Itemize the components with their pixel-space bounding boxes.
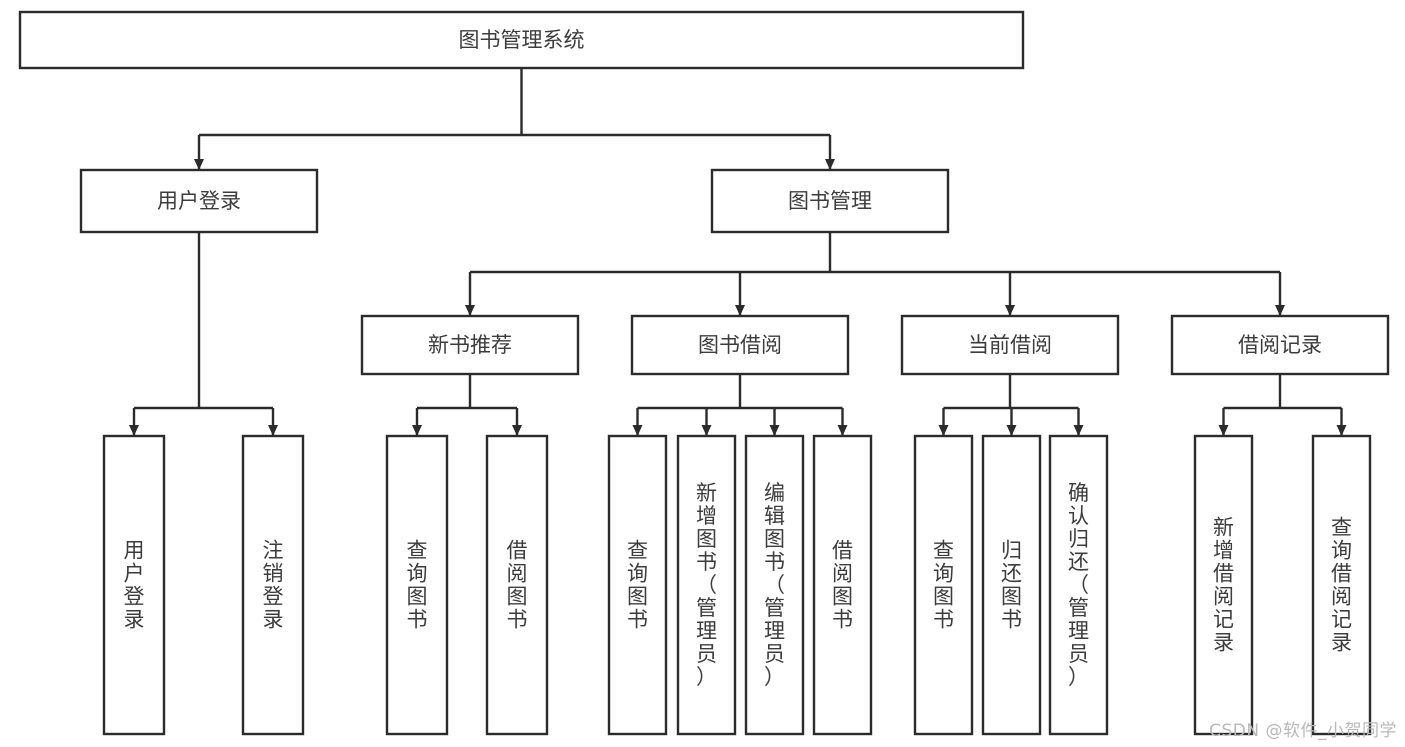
node-label-book-management: 图书管理: [788, 189, 872, 213]
csdn-watermark: CSDN @软件_小贺同学: [1209, 721, 1397, 741]
node-label-leaf-confirm-return-admin: 确认归还（管理员）: [1068, 481, 1089, 689]
node-label-borrow-record: 借阅记录: [1238, 333, 1322, 357]
node-leaf-edit-book-admin[interactable]: 编辑图书（管理员）: [744, 434, 805, 736]
node-root[interactable]: 图书管理系统: [18, 10, 1025, 70]
node-label-leaf-add-book-admin: 新增图书（管理员）: [696, 481, 717, 689]
node-leaf-borrow-book[interactable]: 借阅图书: [812, 434, 873, 736]
node-leaf-add-borrow-record[interactable]: 新增借阅记录: [1193, 434, 1254, 736]
node-label-leaf-borrow-book-rec: 借阅图书: [507, 538, 528, 631]
node-leaf-query-book-current[interactable]: 查询图书: [913, 434, 974, 736]
node-box-leaf-query-book-borrow: [607, 434, 668, 736]
node-leaf-user-login[interactable]: 用户登录: [102, 434, 166, 736]
node-box-current-borrow: [900, 314, 1120, 376]
node-box-new-book-recommend: [360, 314, 580, 376]
node-book-management[interactable]: 图书管理: [710, 168, 950, 234]
node-box-leaf-query-borrow-record: [1311, 434, 1372, 736]
node-box-leaf-edit-book-admin: [744, 434, 805, 736]
node-label-book-borrow: 图书借阅: [698, 333, 782, 357]
node-label-leaf-user-login: 用户登录: [124, 538, 145, 631]
node-label-leaf-query-book-current: 查询图书: [933, 538, 954, 631]
node-box-leaf-borrow-book-rec: [485, 434, 549, 736]
node-label-leaf-return-book: 归还图书: [1001, 538, 1022, 631]
node-label-current-borrow: 当前借阅: [968, 333, 1052, 357]
node-label-new-book-recommend: 新书推荐: [428, 333, 512, 357]
node-label-leaf-query-book-borrow: 查询图书: [627, 538, 648, 631]
node-leaf-query-borrow-record[interactable]: 查询借阅记录: [1311, 434, 1372, 736]
node-box-root: [18, 10, 1025, 70]
node-leaf-add-book-admin[interactable]: 新增图书（管理员）: [676, 434, 737, 736]
node-box-book-borrow: [630, 314, 850, 376]
node-user-login[interactable]: 用户登录: [79, 168, 319, 234]
node-layer: 图书管理系统用户登录图书管理新书推荐图书借阅当前借阅借阅记录用户登录注销登录查询…: [18, 10, 1390, 736]
node-box-leaf-add-borrow-record: [1193, 434, 1254, 736]
node-leaf-return-book[interactable]: 归还图书: [981, 434, 1042, 736]
node-box-leaf-add-book-admin: [676, 434, 737, 736]
node-borrow-record[interactable]: 借阅记录: [1170, 314, 1390, 376]
node-leaf-query-book-borrow[interactable]: 查询图书: [607, 434, 668, 736]
node-leaf-logout-login[interactable]: 注销登录: [241, 434, 305, 736]
node-label-leaf-query-borrow-record: 查询借阅记录: [1331, 515, 1352, 654]
node-leaf-borrow-book-rec[interactable]: 借阅图书: [485, 434, 549, 736]
node-leaf-query-book-rec[interactable]: 查询图书: [385, 434, 449, 736]
node-current-borrow[interactable]: 当前借阅: [900, 314, 1120, 376]
node-label-leaf-borrow-book: 借阅图书: [832, 538, 853, 631]
node-box-book-management: [710, 168, 950, 234]
node-box-leaf-query-book-current: [913, 434, 974, 736]
node-box-borrow-record: [1170, 314, 1390, 376]
node-label-leaf-edit-book-admin: 编辑图书（管理员）: [764, 481, 785, 689]
node-label-root: 图书管理系统: [459, 28, 585, 52]
node-book-borrow[interactable]: 图书借阅: [630, 314, 850, 376]
node-label-leaf-logout-login: 注销登录: [263, 538, 284, 631]
connector-layer: [129, 68, 1347, 436]
node-label-leaf-query-book-rec: 查询图书: [407, 538, 428, 631]
node-box-leaf-confirm-return-admin: [1048, 434, 1109, 736]
node-box-user-login: [79, 168, 319, 234]
node-box-leaf-logout-login: [241, 434, 305, 736]
node-box-leaf-borrow-book: [812, 434, 873, 736]
node-leaf-confirm-return-admin[interactable]: 确认归还（管理员）: [1048, 434, 1109, 736]
node-new-book-recommend[interactable]: 新书推荐: [360, 314, 580, 376]
node-label-user-login: 用户登录: [157, 189, 241, 213]
node-box-leaf-query-book-rec: [385, 434, 449, 736]
node-box-leaf-user-login: [102, 434, 166, 736]
node-label-leaf-add-borrow-record: 新增借阅记录: [1213, 515, 1234, 654]
node-box-leaf-return-book: [981, 434, 1042, 736]
